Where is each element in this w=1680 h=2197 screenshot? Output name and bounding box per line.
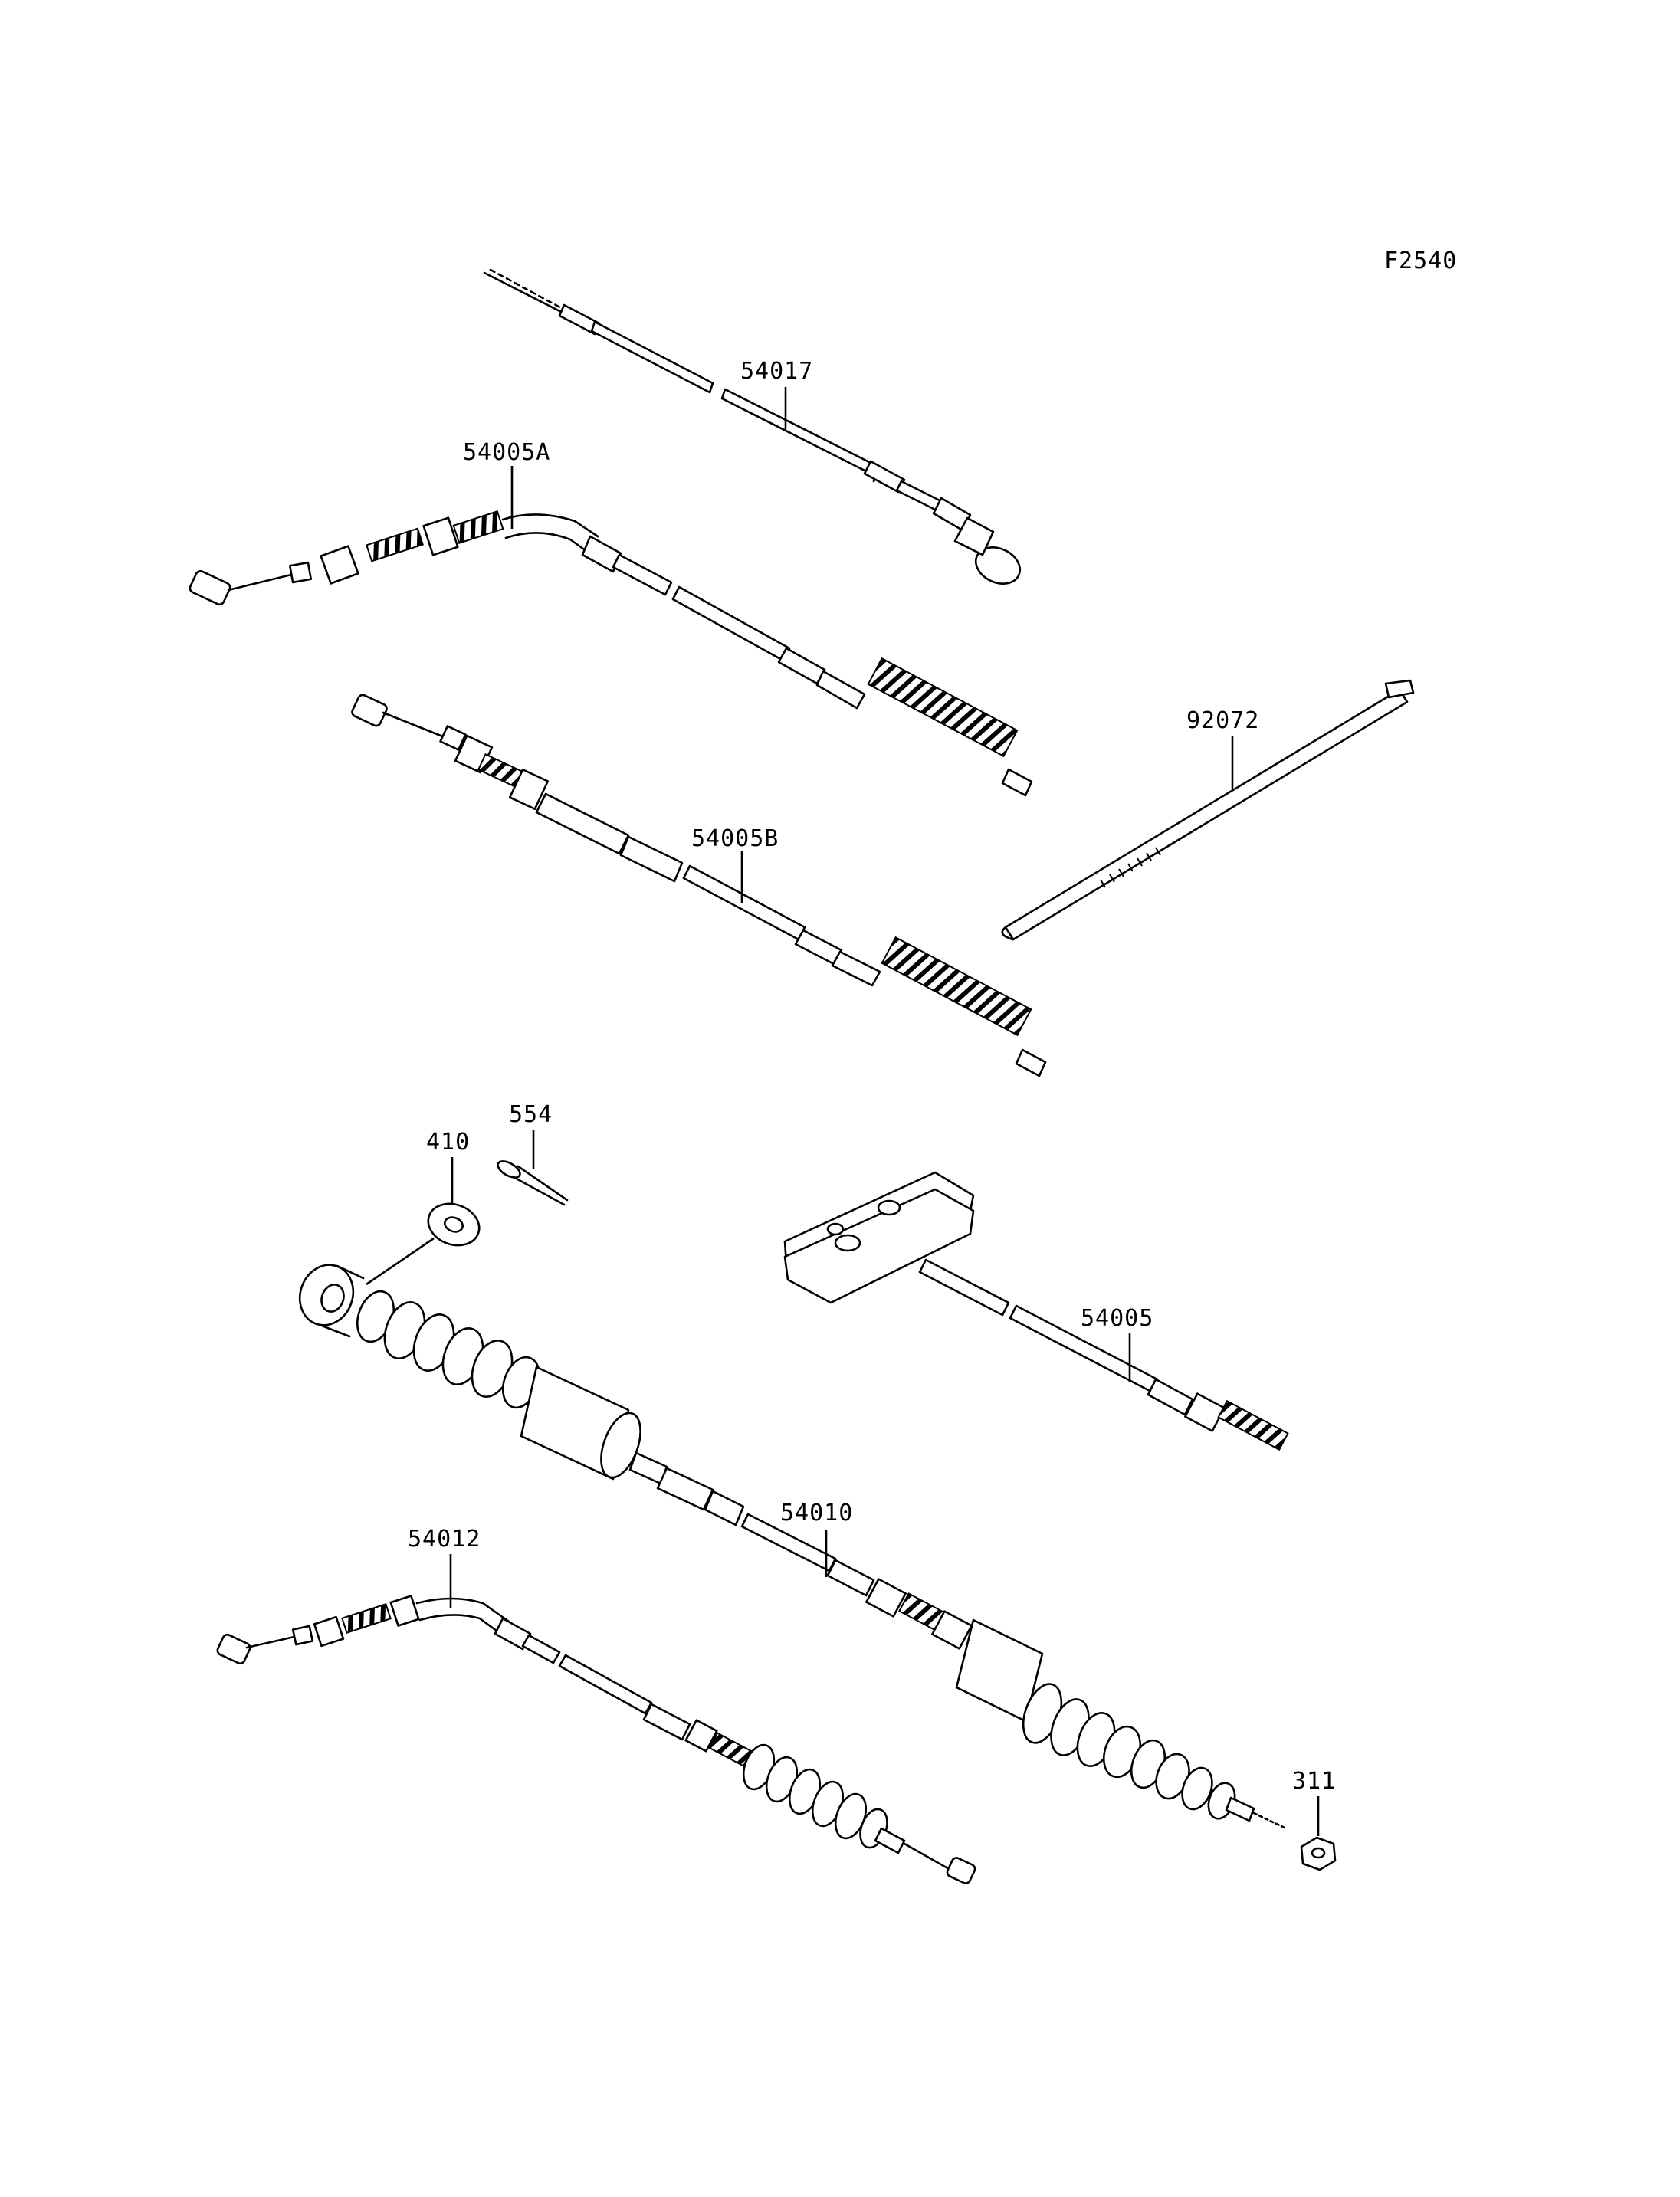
callout-311: 311 <box>1292 1768 1336 1795</box>
callout-410: 410 <box>426 1129 470 1156</box>
cable-54012 <box>216 1595 976 1884</box>
callout-54017: 54017 <box>740 358 813 385</box>
callout-54005: 54005 <box>1081 1305 1153 1332</box>
figure-code: F2540 <box>1384 248 1457 274</box>
cable-tie-92072 <box>1001 679 1415 941</box>
callout-54005B: 54005B <box>691 825 779 852</box>
cable-54005B <box>351 694 1047 1077</box>
leader-410-to-cable <box>366 1237 435 1286</box>
cable-54010 <box>298 1264 1288 1830</box>
callout-92072: 92072 <box>1186 707 1259 734</box>
cotter-pin-554 <box>497 1160 569 1206</box>
cable-54017 <box>483 268 1022 585</box>
callout-54012: 54012 <box>408 1526 481 1553</box>
nut-311 <box>1300 1836 1337 1871</box>
washer-410 <box>427 1202 481 1247</box>
cable-54005 <box>783 1171 1289 1451</box>
cable-54005A <box>189 510 1033 797</box>
callout-54005A: 54005A <box>463 439 550 466</box>
callout-54010: 54010 <box>780 1500 853 1526</box>
callout-554: 554 <box>509 1101 553 1128</box>
